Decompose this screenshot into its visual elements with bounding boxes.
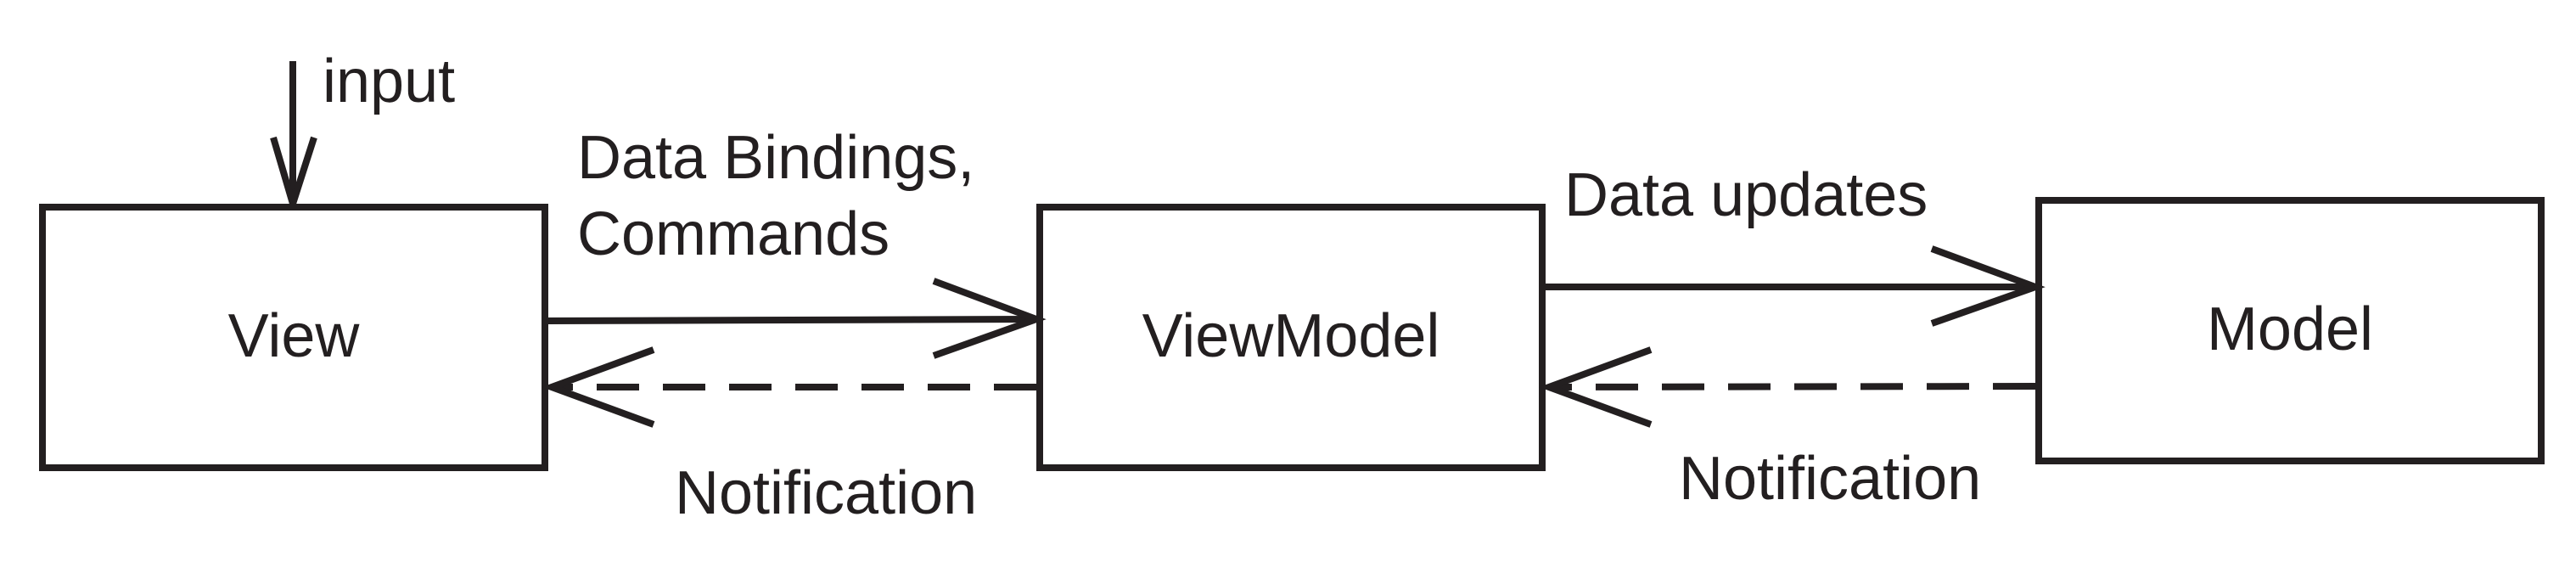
viewmodel-to-model-arrow bbox=[1546, 245, 2046, 327]
data-updates-label: Data updates bbox=[1564, 161, 1928, 229]
input-label: input bbox=[323, 48, 455, 115]
viewmodel-node: ViewModel bbox=[1036, 204, 1546, 471]
view-to-viewmodel-arrow bbox=[547, 278, 1047, 359]
view-node: View bbox=[39, 204, 548, 471]
model-to-viewmodel-notification-arrow bbox=[1539, 346, 2036, 428]
model-node: Model bbox=[2035, 197, 2545, 464]
input-arrow bbox=[270, 61, 317, 216]
viewmodel-label: ViewModel bbox=[1142, 302, 1440, 370]
model-label: Model bbox=[2207, 295, 2373, 363]
viewmodel-to-view-notification-arrow bbox=[542, 346, 1036, 428]
notification-label-left: Notification bbox=[675, 459, 977, 527]
notification-label-right: Notification bbox=[1679, 445, 1981, 513]
commands-label: Commands bbox=[577, 200, 890, 268]
view-label: View bbox=[228, 302, 361, 370]
data-bindings-label: Data Bindings, bbox=[577, 124, 974, 192]
